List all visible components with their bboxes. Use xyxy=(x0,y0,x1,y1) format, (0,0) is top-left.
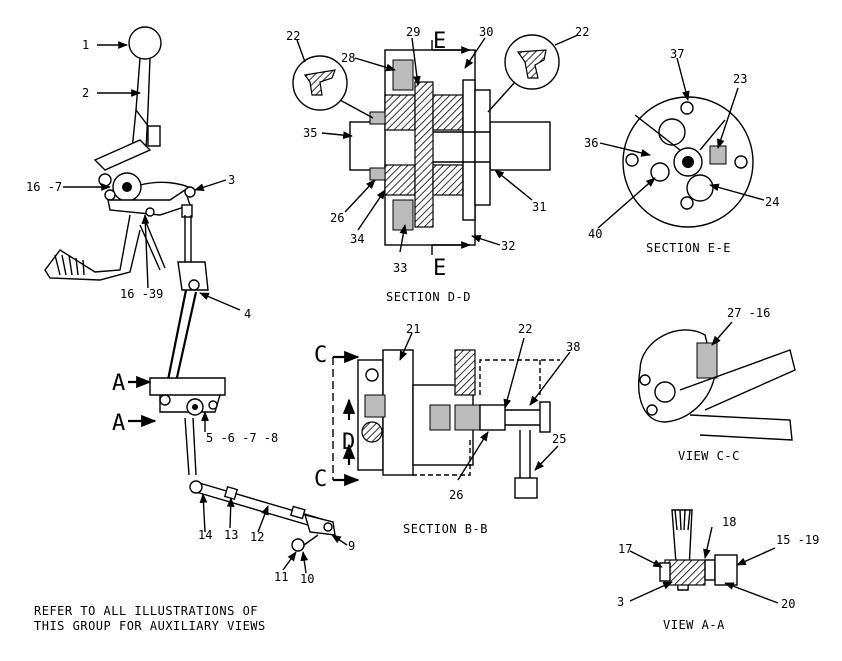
callout-dd-30: 30 xyxy=(479,25,493,39)
section-markers: E E A A C C D xyxy=(112,29,446,492)
callout-dd-28: 28 xyxy=(341,51,355,65)
callout-ee-36: 36 xyxy=(584,136,598,150)
callout-dd-26: 26 xyxy=(330,211,344,225)
callout-dd-22a: 22 xyxy=(286,29,300,43)
marker-e-bottom: E xyxy=(433,256,446,281)
callout-ee-37: 37 xyxy=(670,47,684,61)
marker-c-bottom: C xyxy=(314,467,327,492)
callout-bb-25: 25 xyxy=(552,432,566,446)
callout-bb-26: 26 xyxy=(449,488,463,502)
section-ee-drawing xyxy=(597,57,765,229)
callout-dd-35: 35 xyxy=(303,126,317,140)
marker-e-top: E xyxy=(433,29,446,54)
callout-bb-21: 21 xyxy=(406,322,420,336)
callout-dd-22b: 22 xyxy=(575,25,589,39)
marker-a-bottom: A xyxy=(112,411,125,436)
section-bb-drawing xyxy=(332,332,571,499)
left-leaders xyxy=(63,41,348,574)
callout-2: 2 xyxy=(82,86,89,100)
callout-4: 4 xyxy=(244,307,251,321)
callout-14: 14 xyxy=(198,528,212,542)
callout-3: 3 xyxy=(228,173,235,187)
note-line-2: THIS GROUP FOR AUXILIARY VIEWS xyxy=(34,619,266,633)
callout-ee-23: 23 xyxy=(733,72,747,86)
callout-numbers: 1 2 16 -7 3 16 -39 4 5 -6 -7 -8 14 13 12… xyxy=(26,25,819,611)
caption-section-bb: SECTION B-B xyxy=(403,522,488,536)
callout-13: 13 xyxy=(224,528,238,542)
captions: SECTION D-D SECTION E-E SECTION B-B VIEW… xyxy=(34,241,740,633)
view-aa-drawing xyxy=(629,509,779,604)
callout-bb-38: 38 xyxy=(566,340,580,354)
callout-aa-18: 18 xyxy=(722,515,736,529)
callout-dd-31: 31 xyxy=(532,200,546,214)
callout-16-7: 16 -7 xyxy=(26,180,62,194)
caption-section-ee: SECTION E-E xyxy=(646,241,731,255)
marker-d: D xyxy=(342,430,355,455)
callout-dd-29: 29 xyxy=(406,25,420,39)
section-dd-drawing xyxy=(292,34,579,255)
callout-dd-34: 34 xyxy=(350,232,364,246)
view-cc-drawing xyxy=(638,321,796,441)
callout-cc-27-16: 27 -16 xyxy=(727,306,770,320)
callout-aa-15-19: 15 -19 xyxy=(776,533,819,547)
note-line-1: REFER TO ALL ILLUSTRATIONS OF xyxy=(34,604,258,618)
caption-section-dd: SECTION D-D xyxy=(386,290,471,304)
callout-11: 11 xyxy=(274,570,288,584)
callout-aa-3: 3 xyxy=(617,595,624,609)
caption-view-aa: VIEW A-A xyxy=(663,618,725,632)
callout-12: 12 xyxy=(250,530,264,544)
knob xyxy=(128,26,162,60)
callout-aa-17: 17 xyxy=(618,542,632,556)
callout-9: 9 xyxy=(348,539,355,553)
callout-ee-24: 24 xyxy=(765,195,779,209)
callout-5-8: 5 -6 -7 -8 xyxy=(206,431,278,445)
callout-bb-22: 22 xyxy=(518,322,532,336)
lever-assembly xyxy=(44,26,336,552)
marker-a-top: A xyxy=(112,371,125,396)
caption-view-cc: VIEW C-C xyxy=(678,449,740,463)
callout-dd-33: 33 xyxy=(393,261,407,275)
callout-16-39: 16 -39 xyxy=(120,287,163,301)
callout-ee-40: 40 xyxy=(588,227,602,241)
callout-1: 1 xyxy=(82,38,89,52)
callout-10: 10 xyxy=(300,572,314,586)
marker-c-top: C xyxy=(314,343,327,368)
callout-aa-20: 20 xyxy=(781,597,795,611)
callout-dd-32: 32 xyxy=(501,239,515,253)
